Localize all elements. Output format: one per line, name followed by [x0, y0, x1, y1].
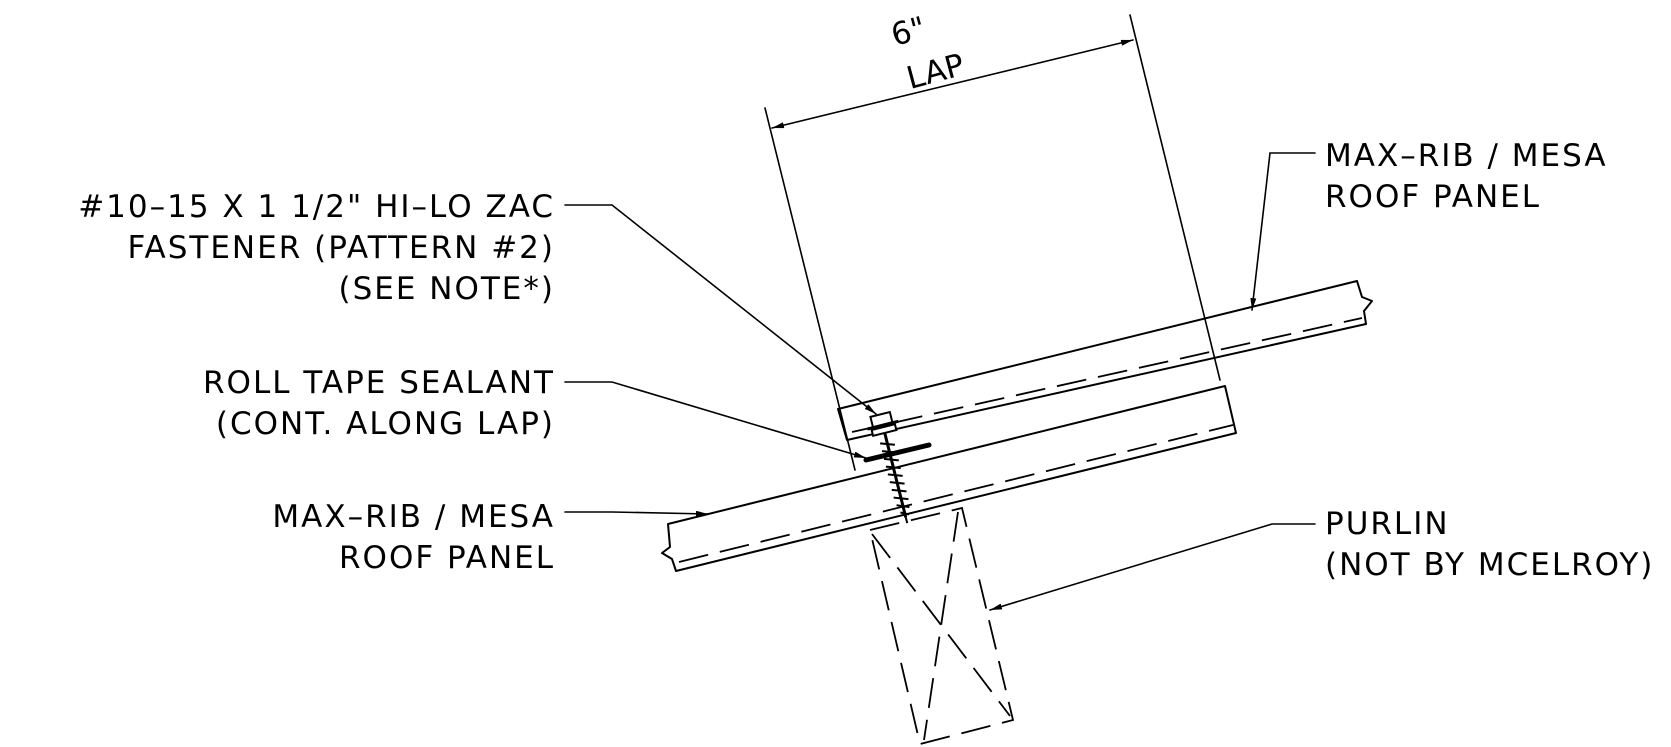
upper-panel-leader [1250, 152, 1316, 311]
sealant-callout: ROLL TAPE SEALANT (CONT. ALONG LAP) [203, 365, 555, 442]
upper-panel-callout-line-2: ROOF PANEL [1325, 179, 1541, 215]
fastener-callout-line-1: #10–15 X 1 1/2" HI–LO ZAC [78, 189, 555, 225]
fastener-callout-line-3: (SEE NOTE*) [338, 271, 555, 307]
roll-tape-sealant [863, 442, 932, 463]
purlin-callout: PURLIN (NOT BY MCELROY) [1325, 506, 1654, 583]
purlin-cross-line-1 [871, 533, 1011, 717]
leaders [564, 152, 1316, 611]
lower-panel-callout-line-2: ROOF PANEL [339, 540, 555, 576]
lower-panel-hidden-line [678, 424, 1234, 563]
purlin-callout-line-2: (NOT BY MCELROY) [1325, 547, 1654, 583]
dimension-value: 6" [887, 10, 929, 54]
upper-panel-hidden-line [851, 317, 1363, 433]
extension-line-left [764, 107, 856, 471]
fastener [866, 410, 910, 524]
dimension-label: LAP [903, 47, 968, 97]
lower-panel-callout: MAX–RIB / MESA ROOF PANEL [272, 499, 555, 576]
purlin-leader [989, 523, 1316, 611]
fastener-callout: #10–15 X 1 1/2" HI–LO ZAC FASTENER (PATT… [78, 189, 555, 307]
lower-panel-leader [564, 510, 709, 517]
lower-panel-callout-line-1: MAX–RIB / MESA [272, 499, 555, 535]
sealant-leader [564, 381, 867, 459]
purlin-outline [868, 506, 1015, 746]
purlin-cross-line-2 [923, 511, 959, 741]
fastener-callout-line-2: FASTENER (PATTERN #2) [128, 230, 555, 266]
lower-roof-panel [661, 385, 1237, 572]
lower-panel-outline [661, 385, 1237, 572]
upper-roof-panel [837, 280, 1373, 441]
dimension-line [771, 39, 1134, 129]
sealant-callout-line-2: (CONT. ALONG LAP) [216, 406, 555, 442]
upper-panel-callout: MAX–RIB / MESA ROOF PANEL [1325, 138, 1608, 215]
purlin [868, 506, 1015, 746]
upper-panel-outline [837, 280, 1373, 441]
purlin-callout-line-1: PURLIN [1325, 506, 1450, 542]
sealant-callout-line-1: ROLL TAPE SEALANT [203, 365, 555, 401]
fastener-leader [564, 204, 877, 415]
upper-panel-callout-line-1: MAX–RIB / MESA [1325, 138, 1608, 174]
